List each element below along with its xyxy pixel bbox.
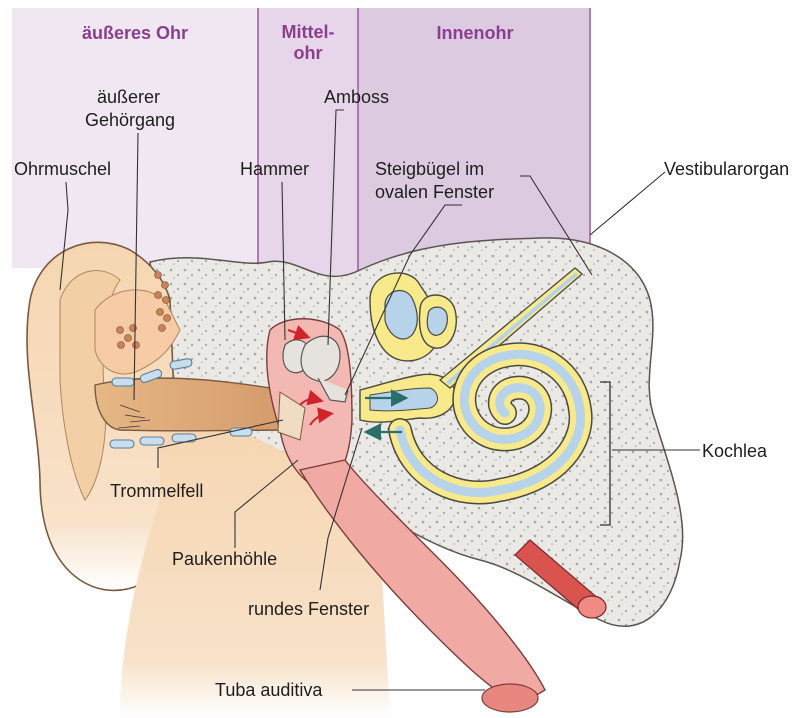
section-header-inner-ear: Innenohr	[365, 23, 585, 44]
label-rundes-fenster: rundes Fenster	[248, 598, 369, 620]
section-header-middle-ear: Mittel- ohr	[262, 22, 354, 64]
label-paukenhoehle: Paukenhöhle	[172, 548, 277, 570]
label-hammer: Hammer	[240, 158, 309, 180]
label-vestibularorgan: Vestibularorgan	[664, 158, 789, 180]
section-header-outer-ear: äußeres Ohr	[30, 23, 240, 44]
label-ohrmuschel: Ohrmuschel	[14, 158, 111, 180]
label-amboss: Amboss	[324, 86, 389, 108]
label-ausserer-gehoergang-line1: äußerer	[97, 86, 160, 108]
label-steigbuegel-line1: Steigbügel im	[375, 158, 484, 180]
label-steigbuegel-line2: ovalen Fenster	[375, 181, 494, 203]
outer-ear-band	[12, 8, 258, 268]
section-header-middle-ear-line2: ohr	[262, 43, 354, 64]
label-ausserer-gehoergang-line2: Gehörgang	[85, 109, 175, 131]
label-trommelfell: Trommelfell	[110, 480, 203, 502]
section-header-middle-ear-line1: Mittel-	[262, 22, 354, 43]
label-tuba-auditiva: Tuba auditiva	[215, 679, 322, 701]
label-kochlea: Kochlea	[702, 440, 767, 462]
